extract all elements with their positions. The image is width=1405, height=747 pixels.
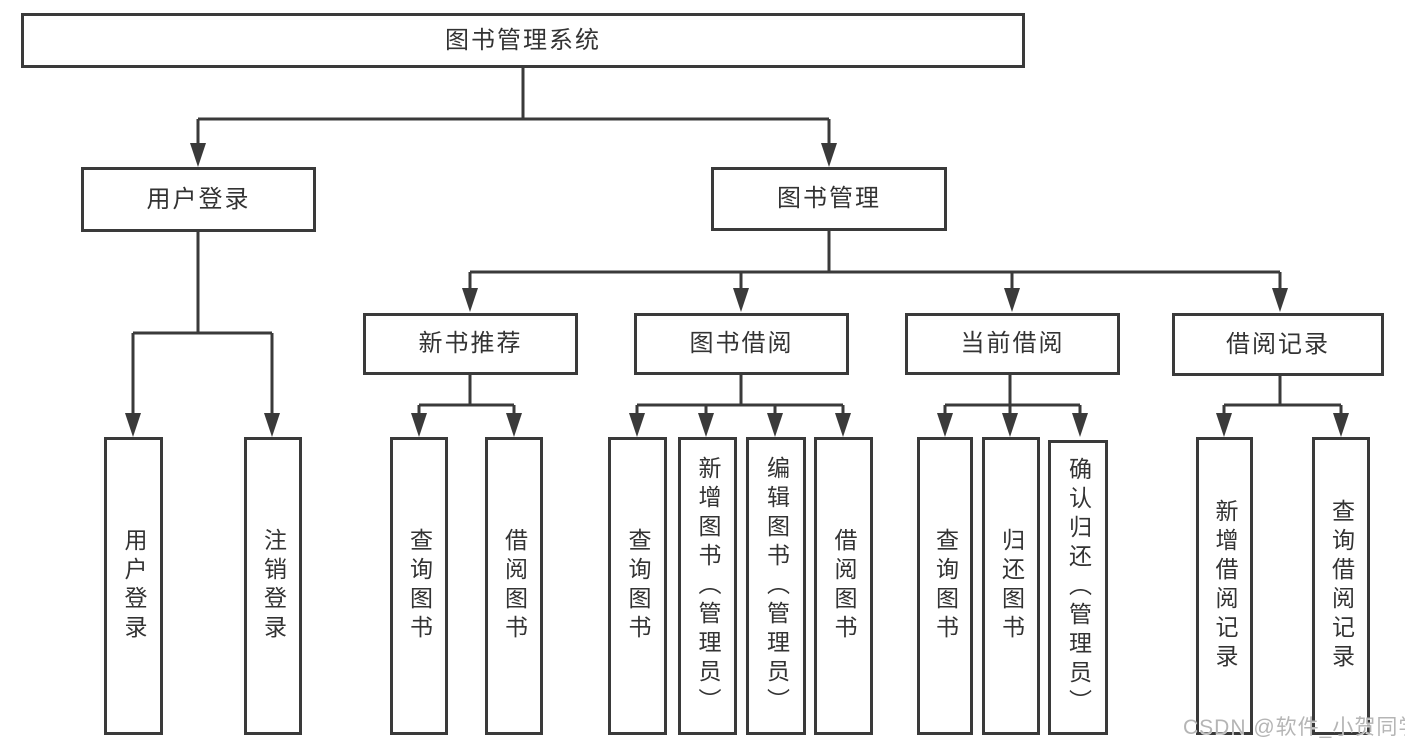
node-new-book-recommendation: 新书推荐 [363,313,578,375]
node-label: 借阅记录 [1226,330,1330,358]
leaf-query-books-current: 查询图书 [917,437,973,735]
leaf-query-books-borrow: 查询图书 [608,437,667,735]
node-book-management: 图书管理 [711,167,947,231]
node-label: 确认归还（管理员） [1065,457,1092,718]
arrowhead [264,413,280,437]
leaf-add-borrow-record: 新增借阅记录 [1196,437,1253,735]
connector-path [131,68,1343,417]
node-label: 图书管理系统 [445,26,601,54]
arrowhead [1272,288,1288,312]
leaf-add-book-admin: 新增图书（管理员） [678,437,737,735]
arrowhead [733,288,749,312]
leaf-logout: 注销登录 [244,437,302,735]
leaf-borrow-books: 借阅图书 [814,437,873,735]
leaf-edit-book-admin: 编辑图书（管理员） [746,437,806,735]
arrowhead [125,413,141,437]
leaf-confirm-return-admin: 确认归还（管理员） [1048,440,1108,735]
node-label: 图书管理 [777,185,881,212]
node-label: 图书借阅 [689,330,794,357]
node-user-login: 用户登录 [81,167,316,232]
arrowhead [937,413,953,437]
arrowhead [835,413,851,437]
arrowhead [1004,288,1020,312]
arrowhead [462,288,478,312]
node-label: 借阅图书 [501,528,528,644]
leaf-query-books-recommend: 查询图书 [390,437,448,735]
arrowhead [698,413,714,437]
node-label: 新增图书（管理员） [695,455,721,717]
leaf-borrow-books-recommend: 借阅图书 [485,437,543,735]
leaf-user-login: 用户登录 [104,437,163,735]
node-label: 查询借阅记录 [1328,499,1355,673]
csdn-watermark: CSDN @软件_小贺同学 [1183,716,1405,739]
arrowhead [629,413,645,437]
leaf-query-borrow-record: 查询借阅记录 [1312,437,1370,735]
node-label: 新增借阅记录 [1212,499,1238,673]
node-library-management-system: 图书管理系统 [21,13,1025,68]
node-label: 查询图书 [932,528,959,644]
node-label: 编辑图书（管理员） [763,455,790,717]
leaf-return-books: 归还图书 [982,437,1040,735]
node-label: 借阅图书 [831,528,857,644]
arrowhead [767,413,783,437]
node-label: 归还图书 [998,528,1025,644]
node-label: 查询图书 [406,528,433,644]
arrowhead [506,413,522,437]
arrowhead [190,143,206,167]
node-label: 当前借阅 [960,330,1065,357]
arrowhead [411,413,427,437]
arrowhead [1002,413,1018,437]
node-book-borrowing: 图书借阅 [634,313,849,375]
node-label: 新书推荐 [418,330,523,357]
arrowhead [1216,413,1232,437]
arrowhead [1333,413,1349,437]
arrowhead [821,143,837,167]
node-borrowing-records: 借阅记录 [1172,313,1384,376]
arrowhead [1072,413,1088,437]
node-label: 用户登录 [146,185,251,213]
node-label: 注销登录 [260,528,287,644]
node-label: 查询图书 [625,528,651,644]
node-label: 用户登录 [121,528,147,644]
node-current-borrowing: 当前借阅 [905,313,1120,375]
